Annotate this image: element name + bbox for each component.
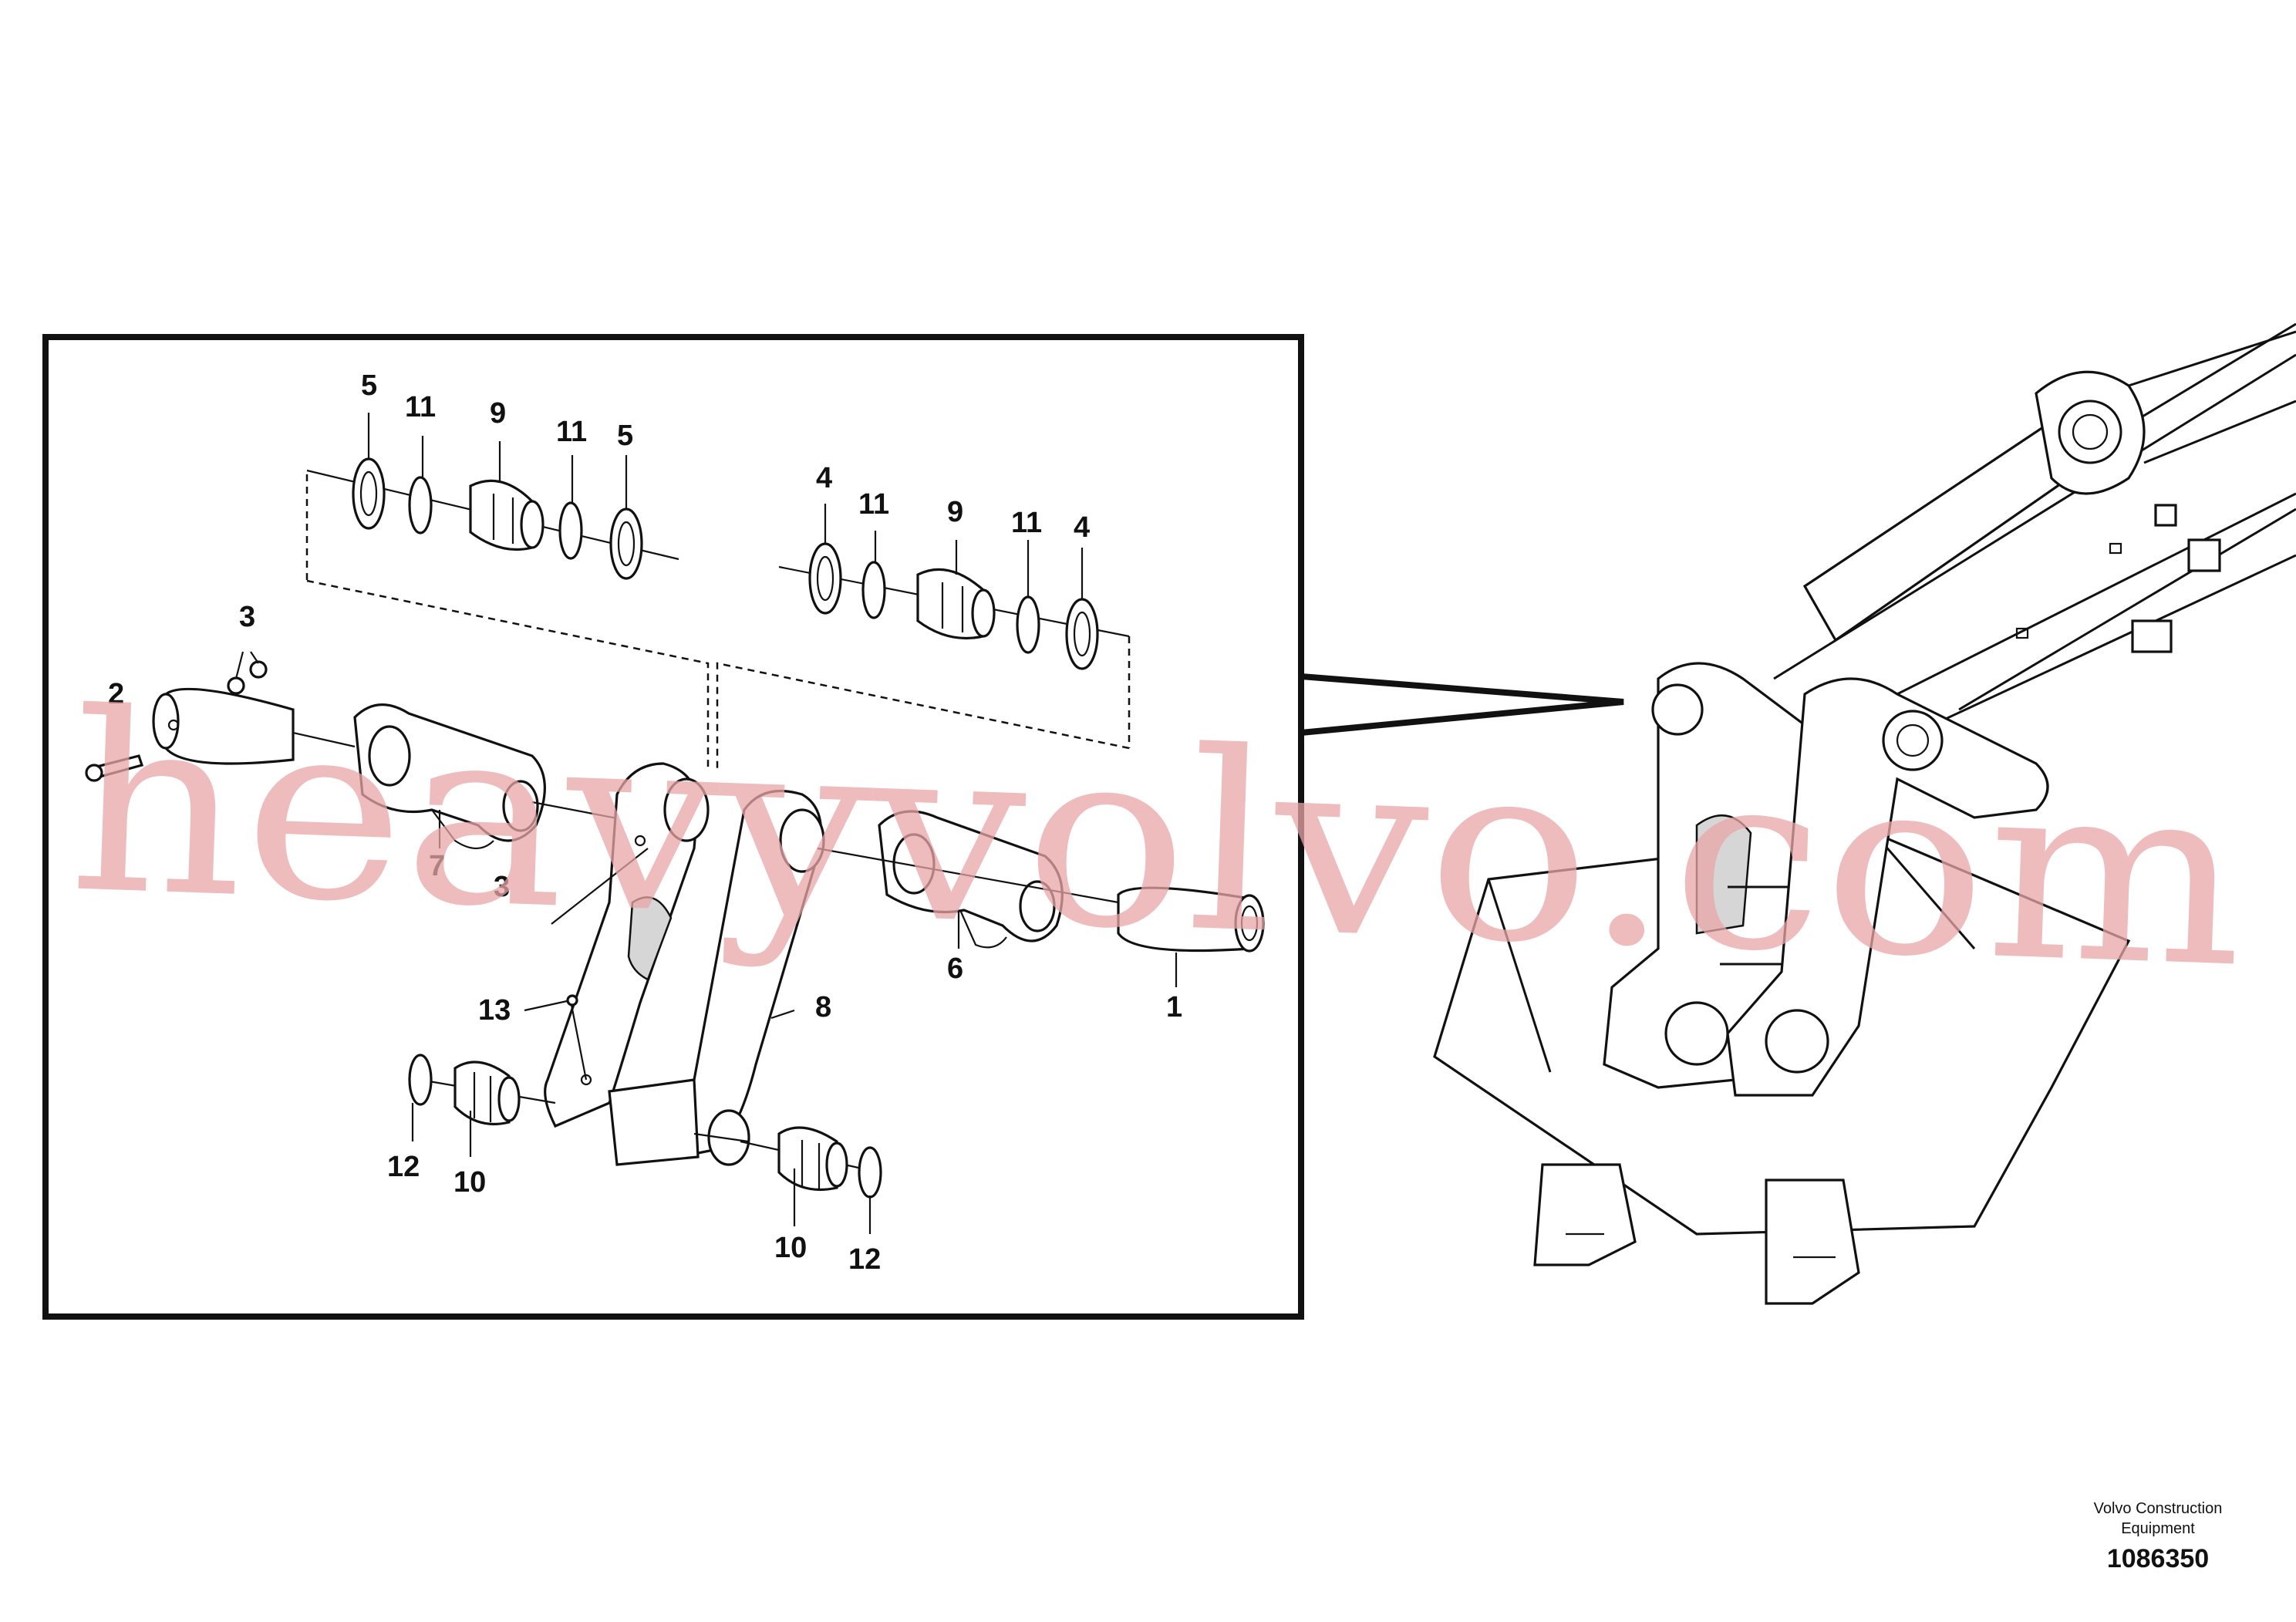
callout-12: 12 (387, 1151, 420, 1183)
callout-9: 9 (490, 397, 506, 430)
callout-5: 5 (617, 420, 633, 452)
callout-4: 4 (816, 462, 832, 494)
callout-6: 6 (947, 953, 963, 985)
callout-3: 3 (494, 871, 510, 903)
machine-overview (1433, 322, 2296, 1305)
callout-11: 11 (858, 488, 889, 521)
document-number: 1086350 (2107, 1544, 2209, 1573)
callout-10: 10 (453, 1166, 486, 1199)
footer: Volvo Construction Equipment 1086350 (2094, 1500, 2223, 1573)
callout-2: 2 (108, 678, 124, 710)
callout-11: 11 (556, 416, 587, 448)
callout-3: 3 (239, 601, 255, 633)
callout-7: 7 (429, 850, 445, 882)
detail-frame (42, 334, 1304, 1320)
brand-line-2: Equipment (2121, 1520, 2195, 1537)
callout-4: 4 (1074, 511, 1090, 544)
callout-labels: 5 11 9 11 5 4 11 9 11 4 3 2 7 3 13 8 6 1… (108, 369, 1182, 1276)
brand-line-1: Volvo Construction (2094, 1500, 2223, 1517)
callout-10: 10 (774, 1232, 807, 1264)
callout-11: 11 (405, 391, 436, 423)
callout-5: 5 (361, 369, 377, 402)
callout-13: 13 (478, 994, 511, 1027)
callout-11: 11 (1011, 507, 1042, 539)
callout-8: 8 (815, 991, 831, 1023)
callout-connector (1300, 673, 1624, 736)
seal-ring-5a (352, 457, 386, 530)
callout-9: 9 (947, 496, 963, 528)
callout-1: 1 (1166, 991, 1182, 1023)
exploded-assembly (85, 413, 1265, 1234)
callout-12: 12 (848, 1243, 881, 1276)
